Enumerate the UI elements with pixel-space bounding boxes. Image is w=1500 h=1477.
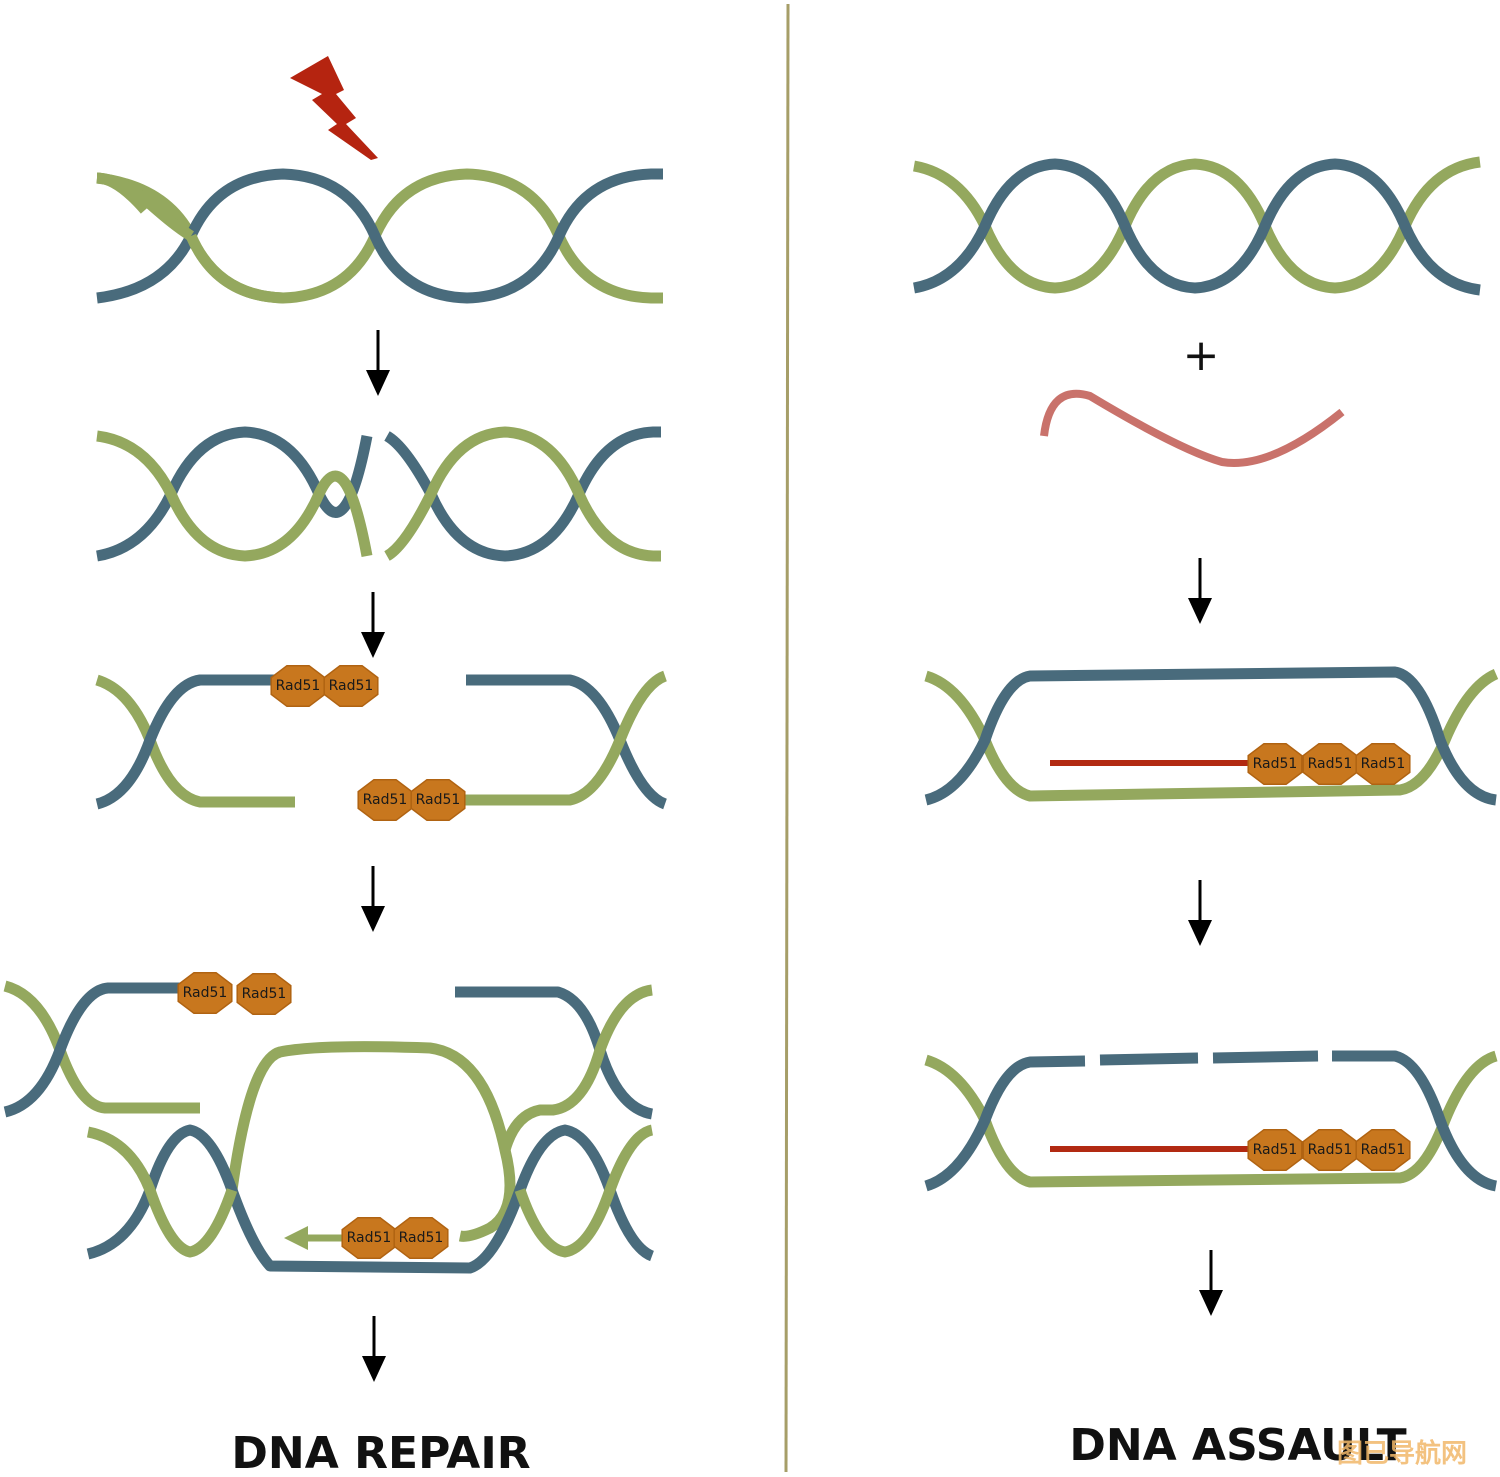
rad51-protein: Rad51 bbox=[270, 664, 326, 708]
rad51-label: Rad51 bbox=[1308, 756, 1353, 772]
left-panel-title: DNA REPAIR bbox=[231, 1428, 530, 1477]
down-arrow-icon bbox=[1199, 1250, 1223, 1316]
down-arrow-icon bbox=[361, 592, 385, 658]
lightning-bolt-icon bbox=[290, 56, 378, 160]
rad51-protein: Rad51 bbox=[341, 1216, 397, 1260]
rad51-label: Rad51 bbox=[1361, 756, 1406, 772]
rad51-protein: Rad51 bbox=[410, 778, 466, 822]
resected-ends bbox=[95, 670, 668, 810]
down-arrow-icon bbox=[361, 866, 385, 932]
rad51-protein: Rad51 bbox=[1247, 1128, 1303, 1172]
rad51-label: Rad51 bbox=[1253, 1142, 1298, 1158]
down-arrow-icon bbox=[1188, 558, 1212, 624]
rad51-label: Rad51 bbox=[363, 792, 408, 808]
rad51-protein: Rad51 bbox=[1355, 742, 1411, 786]
rad51-protein-body bbox=[1302, 742, 1358, 786]
rad51-protein-body bbox=[1247, 742, 1303, 786]
broken-helix bbox=[95, 426, 661, 562]
down-arrow-icon bbox=[362, 1316, 386, 1382]
rad51-protein-body bbox=[1355, 1128, 1411, 1172]
rad51-label: Rad51 bbox=[1308, 1142, 1353, 1158]
rad51-protein: Rad51 bbox=[1355, 1128, 1411, 1172]
rad51-label: Rad51 bbox=[347, 1230, 392, 1246]
rad51-label: Rad51 bbox=[183, 985, 228, 1001]
right-panel-title: DNA ASSAULT bbox=[1069, 1420, 1406, 1471]
rad51-protein-body bbox=[393, 1216, 449, 1260]
rad51-label: Rad51 bbox=[399, 1230, 444, 1246]
panel-divider bbox=[784, 3, 790, 1473]
rad51-protein: Rad51 bbox=[1302, 742, 1358, 786]
rad51-label: Rad51 bbox=[1253, 756, 1298, 772]
foreign-strand bbox=[1040, 389, 1345, 467]
rad51-protein: Rad51 bbox=[177, 971, 233, 1015]
rad51-protein-body bbox=[1247, 1128, 1303, 1172]
rad51-protein-body bbox=[177, 971, 233, 1015]
plus-icon: + bbox=[1183, 330, 1220, 381]
intact-helix-left-strands bbox=[96, 172, 194, 241]
down-arrow-icon bbox=[1188, 880, 1212, 946]
rad51-label: Rad51 bbox=[242, 986, 287, 1002]
rad51-protein-body bbox=[410, 778, 466, 822]
watermark-text: 图已导航网 bbox=[1337, 1438, 1467, 1469]
strand-invasion bbox=[3, 980, 655, 1274]
rad51-protein: Rad51 bbox=[357, 778, 413, 822]
rad51-protein: Rad51 bbox=[1302, 1128, 1358, 1172]
d-loop-assault bbox=[924, 666, 1499, 806]
rad51-label: Rad51 bbox=[276, 678, 321, 694]
rad51-protein-body bbox=[357, 778, 413, 822]
rad51-protein-body bbox=[270, 664, 326, 708]
rad51-protein: Rad51 bbox=[393, 1216, 449, 1260]
rad51-protein: Rad51 bbox=[1247, 742, 1303, 786]
down-arrow-icon bbox=[366, 330, 390, 396]
rad51-label: Rad51 bbox=[1361, 1142, 1406, 1158]
rad51-label: Rad51 bbox=[416, 792, 461, 808]
rad51-protein-body bbox=[341, 1216, 397, 1260]
rad51-protein-body bbox=[1302, 1128, 1358, 1172]
d-loop-fragmented bbox=[924, 1050, 1498, 1192]
rad51-protein-body bbox=[236, 972, 292, 1016]
intact-helix-right bbox=[912, 156, 1481, 296]
rad51-protein-body bbox=[1355, 742, 1411, 786]
rad51-protein-body bbox=[323, 664, 379, 708]
rad51-protein: Rad51 bbox=[236, 972, 292, 1016]
rad51-protein: Rad51 bbox=[323, 664, 379, 708]
rad51-label: Rad51 bbox=[329, 678, 374, 694]
